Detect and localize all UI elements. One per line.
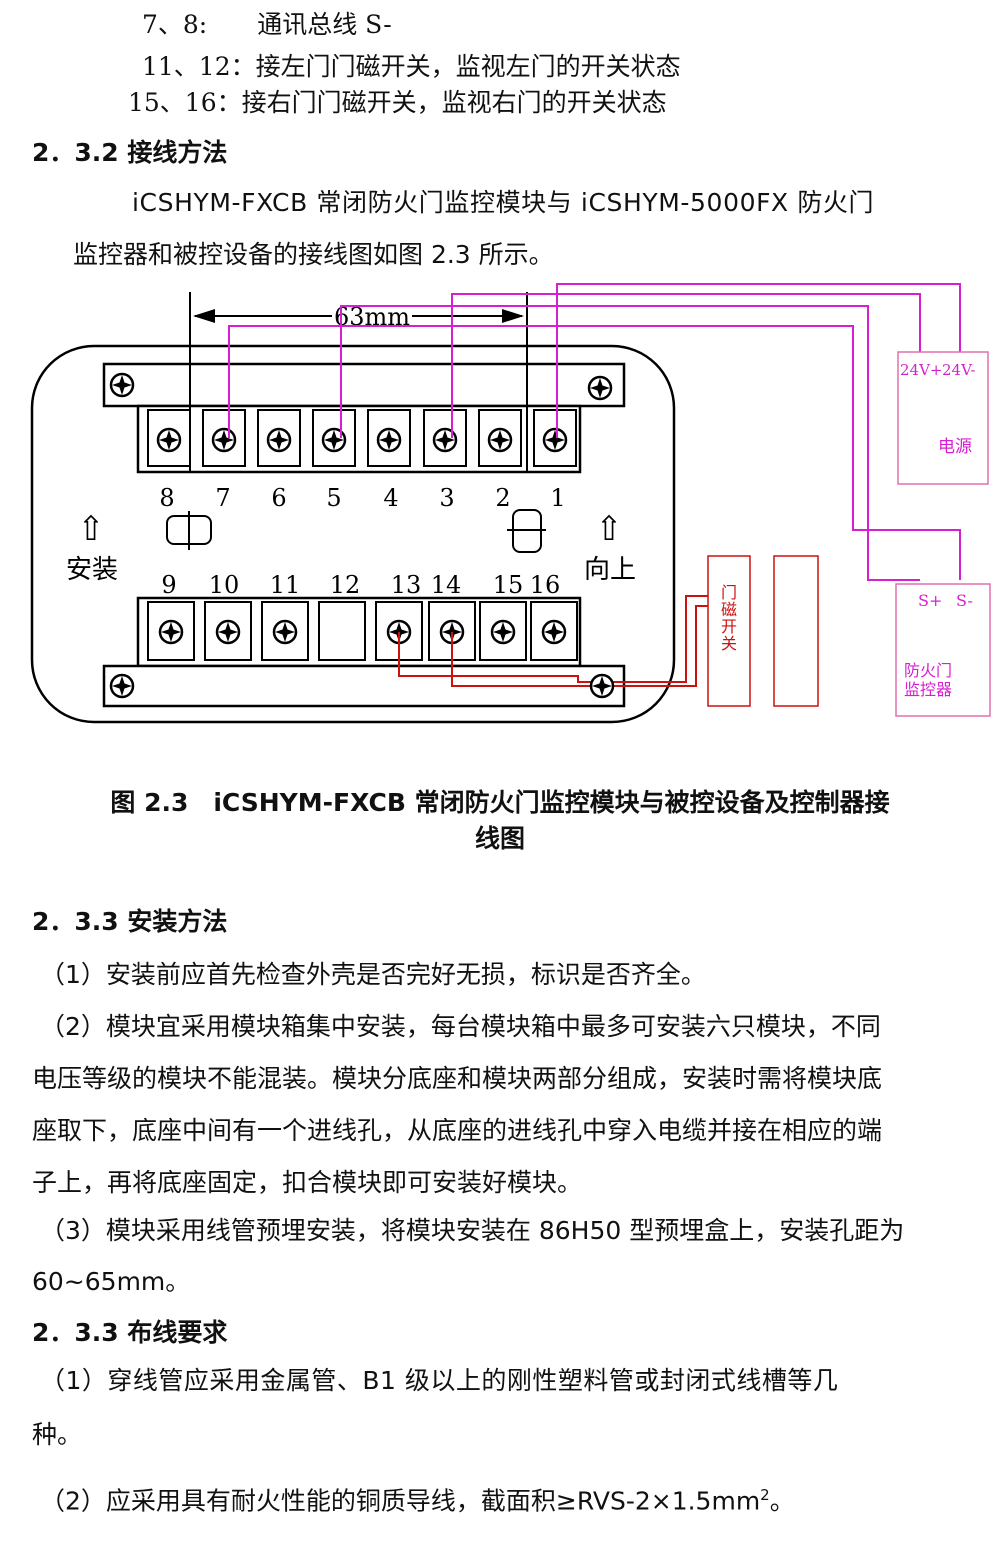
terminal-number: 1: [550, 484, 565, 512]
install-p2-line1: （2）模块宜采用模块箱集中安装，每台模块箱中最多可安装六只模块，不同: [40, 1012, 881, 1041]
power-supply-box: [897, 351, 989, 485]
up-arrow-icon: ⇧: [595, 509, 624, 549]
terminal-number: 13: [391, 571, 422, 599]
wiring-req-p1-line1: （1）穿线管应采用金属管、B1 级以上的刚性塑料管或封闭式线槽等几: [40, 1366, 839, 1395]
terminal-number: 12: [330, 571, 361, 599]
terminal-number: 6: [271, 484, 286, 512]
terminal-number: 16: [530, 571, 561, 599]
terminal-number: 15: [493, 571, 524, 599]
door-magnet: [773, 555, 819, 707]
install-arrow-icon: ⇧: [77, 509, 106, 549]
terminal-number: 4: [383, 484, 398, 512]
controller-minus-label: S-: [956, 591, 973, 610]
section-heading-wiring-requirements: 2．3.3 布线要求: [32, 1318, 228, 1347]
install-p2-line4: 子上，再将底座固定，扣合模块即可安装好模块。: [32, 1168, 583, 1197]
controller-name-line2: 监控器: [904, 680, 952, 699]
bottom-terminals: [147, 601, 578, 661]
terminal-number: 14: [431, 571, 462, 599]
top-terminals: [147, 409, 577, 467]
wiring-diagram: 63mm 8 7 6 5 4 3 2 1 ⇧ 安装 ⇧ 向上 9 10 11 1…: [30, 283, 991, 724]
superscript-two: 2: [760, 1486, 770, 1504]
terminal-number: 11: [270, 571, 301, 599]
section-heading-install: 2．3.3 安装方法: [32, 907, 228, 936]
pin-desc-11-12: 11、12：接左门门磁开关，监视左门的开关状态: [142, 52, 681, 81]
terminal-number: 3: [439, 484, 454, 512]
terminal-number: 8: [159, 484, 174, 512]
power-minus-label: 24V-: [942, 361, 976, 379]
power-plus-label: 24V+: [900, 361, 943, 379]
install-p3-line2: 60~65mm。: [32, 1267, 191, 1296]
mount-screw-top-right: [587, 375, 613, 401]
mount-screw-top-left: [109, 372, 135, 398]
top-rail: [102, 362, 626, 408]
section-heading-wiring: 2．3.2 接线方法: [32, 138, 228, 167]
install-p2-line3: 座取下，底座中间有一个进线孔，从底座的进线孔中穿入电缆并接在相应的端: [32, 1116, 883, 1145]
door-switch-label-char: 关: [721, 634, 737, 653]
pin-desc-7-8: 7、8: 通讯总线 S-: [142, 10, 392, 39]
wiring-paragraph-line1: iCSHYM-FXCB 常闭防火门监控模块与 iCSHYM-5000FX 防火门: [132, 188, 875, 217]
install-label: 安装: [66, 555, 118, 585]
mount-screw-bottom-left: [109, 673, 135, 699]
install-p2-line2: 电压等级的模块不能混装。模块分底座和模块两部分组成，安装时需将模块底: [32, 1064, 883, 1093]
terminal-number: 9: [161, 571, 176, 599]
module-housing: [30, 344, 676, 724]
install-p1: （1）安装前应首先检查外壳是否完好无损，标识是否齐全。: [40, 960, 706, 989]
mount-screw-bottom-right: [589, 673, 615, 699]
door-magnet-switch: [707, 555, 751, 707]
controller-name-line1: 防火门: [904, 661, 952, 680]
controller-plus-label: S+: [918, 591, 942, 610]
terminal-number: 5: [326, 484, 341, 512]
up-label: 向上: [584, 555, 636, 585]
wiring-req-p2: （2）应采用具有耐火性能的铜质导线，截面积≥RVS-2×1.5mm2。: [40, 1478, 795, 1518]
terminal-number: 10: [209, 571, 240, 599]
wiring-paragraph-line2: 监控器和被控设备的接线图如图 2.3 所示。: [73, 240, 554, 269]
figure-caption-line2: 线图: [474, 824, 525, 853]
wiring-req-p1-line2: 种。: [32, 1420, 83, 1449]
wiring-req-p2-end: 。: [769, 1486, 795, 1516]
pin-desc-15-16: 15、16：接右门门磁开关，监视右门的开关状态: [128, 88, 667, 117]
install-p3-line1: （3）模块采用线管预埋安装，将模块安装在 86H50 型预埋盒上，安装孔距为: [40, 1216, 905, 1245]
door-switch-label-char: 磁: [721, 600, 737, 619]
figure-caption-line1: 图 2.3 iCSHYM-FXCB 常闭防火门监控模块与被控设备及控制器接: [110, 788, 890, 817]
door-switch-label-char: 开: [721, 617, 737, 636]
power-supply-label: 电源: [938, 437, 972, 457]
wiring-req-p2-text: （2）应采用具有耐火性能的铜质导线，截面积≥RVS-2×1.5mm: [40, 1486, 761, 1516]
terminal-number: 2: [495, 484, 510, 512]
door-switch-label-char: 门: [721, 583, 737, 602]
terminal-number: 7: [215, 484, 230, 512]
fire-door-controller-box: [895, 583, 991, 717]
